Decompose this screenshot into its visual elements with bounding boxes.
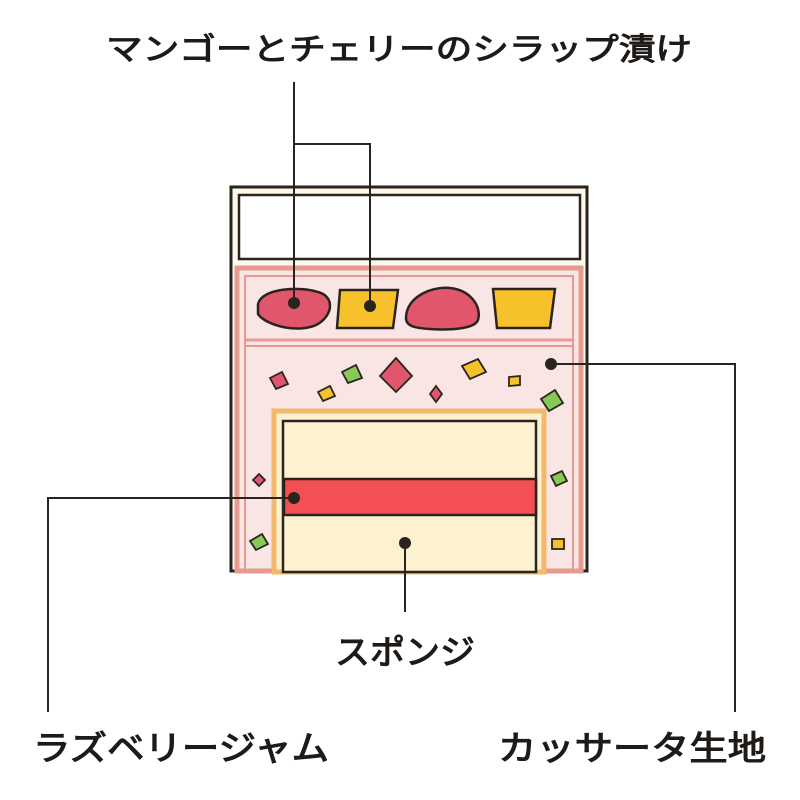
- mango-bit: [460, 357, 488, 381]
- raspberry-jam-layer: [282, 477, 538, 517]
- label-sponge: スポンジ: [335, 633, 475, 673]
- mango-piece-2: [491, 287, 557, 330]
- top-empty-band: [237, 193, 582, 261]
- leader-dot-mango: [364, 300, 376, 312]
- pistachio-bit: [539, 388, 565, 413]
- pistachio-bit: [248, 532, 270, 552]
- leader-dot-cassata: [545, 358, 557, 370]
- label-raspberry-jam: ラズベリージャム: [33, 729, 329, 769]
- leader-dot-sponge: [399, 537, 411, 549]
- mango-bit: [508, 375, 521, 387]
- leader-line-fruit-branch: [294, 143, 371, 306]
- cherry-bit: [428, 384, 444, 404]
- label-cassata: カッサータ生地: [498, 729, 766, 769]
- label-fruit-syrup: マンゴーとチェリーのシラップ漬け: [106, 32, 692, 68]
- cherry-bit: [251, 472, 267, 488]
- pistachio-bit: [549, 469, 569, 488]
- leader-dot-jam: [288, 492, 300, 504]
- pistachio-bit: [340, 363, 364, 385]
- leader-line-jam: [47, 497, 293, 712]
- leader-dot-cherry: [288, 297, 300, 309]
- leader-line-cassata: [551, 363, 736, 712]
- mango-bit: [551, 538, 565, 550]
- cherry-piece-2: [404, 286, 481, 331]
- mango-bit: [316, 384, 337, 403]
- cherry-bit: [268, 370, 290, 391]
- cherry-bit: [378, 356, 414, 394]
